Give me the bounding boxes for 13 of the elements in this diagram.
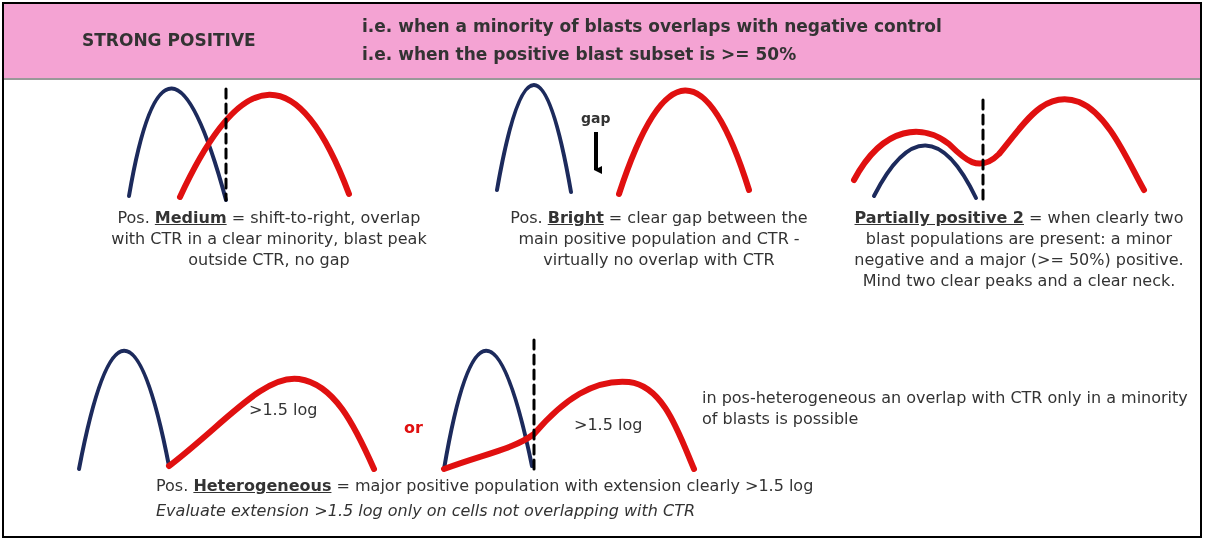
description-text: Partially positive 2 = when clearly two blast populations are present: a minor negative and a major (>= 50%) positive. Mind two clear peaks and a clear neck.: [853, 207, 1185, 291]
note-text: Evaluate extension >1.5 log only on cells not overlapping with CTR: [156, 500, 696, 521]
range-label: >1.5 log: [574, 414, 643, 435]
header-text: i.e. when a minority of blasts overlaps with negative control: [362, 16, 942, 37]
header-title: STRONG POSITIVE: [82, 30, 256, 51]
note-text: in pos-heterogeneous an overlap with CTR only in a minority of blasts is possible: [702, 387, 1189, 429]
range-label: >1.5 log: [249, 399, 318, 420]
gap-label: gap: [581, 109, 611, 128]
description-text: Pos. Heterogeneous = major positive population with extension clearly >1.5 log: [156, 475, 814, 496]
description-text: Pos. Medium = shift-to-right, overlap with CTR in a clear minority, blast peak outside CTR, no gap: [110, 207, 428, 270]
or-label: or: [404, 417, 423, 438]
header-text: i.e. when the positive blast subset is >= 50%: [362, 44, 797, 65]
description-text: Pos. Bright = clear gap between the main positive population and CTR - virtually no overlap with CTR: [509, 207, 809, 270]
